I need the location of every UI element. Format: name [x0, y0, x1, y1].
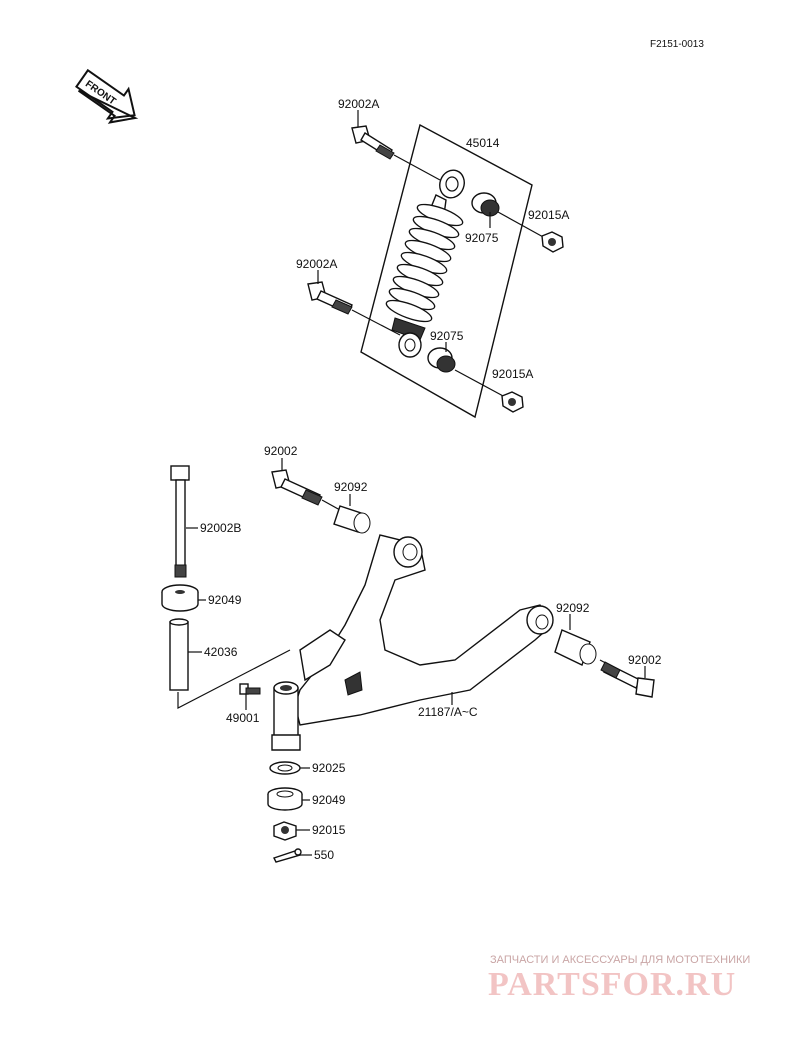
diagram-id: F2151-0013	[650, 39, 704, 50]
shock-absorber	[385, 169, 465, 358]
part-label-92015: 92015	[312, 823, 346, 837]
collar-92092-right	[554, 629, 597, 666]
leader-line	[177, 649, 291, 709]
shock-assembly-frame	[360, 123, 533, 419]
leader-line	[454, 369, 506, 398]
swing-arm-21187	[271, 534, 554, 751]
part-label-92049-top: 92049	[208, 593, 242, 607]
washer-92025	[269, 761, 301, 775]
part-label-45014: 45014	[466, 136, 500, 150]
leader-line	[351, 309, 401, 336]
bolt-92002A-mid	[307, 281, 353, 315]
collar-92075-top	[471, 192, 500, 217]
leader-line	[393, 154, 441, 181]
collar-92092-top	[333, 505, 371, 534]
bolt-92002A-top	[351, 125, 395, 160]
pin-42036	[169, 618, 189, 691]
grease-nipple-49001	[239, 683, 261, 695]
bolt-92002B	[170, 465, 190, 578]
watermark-logo: PARTSFOR.RU	[488, 966, 736, 1003]
leader-line	[497, 211, 546, 239]
part-label-92002B: 92002B	[200, 521, 241, 535]
bolt-92002-right	[600, 661, 655, 698]
part-label-92002A-top: 92002A	[338, 97, 379, 111]
watermark-caption: ЗАПЧАСТИ И АКСЕССУАРЫ ДЛЯ МОТОТЕХНИКИ	[490, 954, 750, 966]
part-label-92025: 92025	[312, 761, 346, 775]
seal-92049-bottom	[267, 787, 303, 811]
part-label-92002A-mid: 92002A	[296, 257, 337, 271]
part-label-92075-bottom: 92075	[430, 329, 464, 343]
part-label-92092-right: 92092	[556, 601, 590, 615]
nut-hole	[508, 398, 516, 406]
part-label-92075-top: 92075	[465, 231, 499, 245]
nut-92015	[273, 821, 297, 841]
part-label-92015A-top: 92015A	[528, 208, 569, 222]
bolt-92002-top	[271, 469, 323, 506]
part-label-92002-top: 92002	[264, 444, 298, 458]
part-label-92015A-bottom: 92015A	[492, 367, 533, 381]
part-label-92002-right: 92002	[628, 653, 662, 667]
seal-92049-top	[161, 584, 199, 612]
part-label-49001: 49001	[226, 711, 260, 725]
cotter-pin-550	[273, 848, 302, 863]
nut-hole	[548, 238, 556, 246]
part-label-42036: 42036	[204, 645, 238, 659]
part-label-21187: 21187/A~C	[418, 705, 478, 719]
part-label-550: 550	[314, 848, 334, 862]
leader-line	[321, 499, 341, 511]
collar-92075-bottom	[427, 347, 456, 373]
part-label-92049-bottom: 92049	[312, 793, 346, 807]
front-arrow-icon: FRONT	[75, 68, 139, 124]
part-label-92092-top: 92092	[334, 480, 368, 494]
